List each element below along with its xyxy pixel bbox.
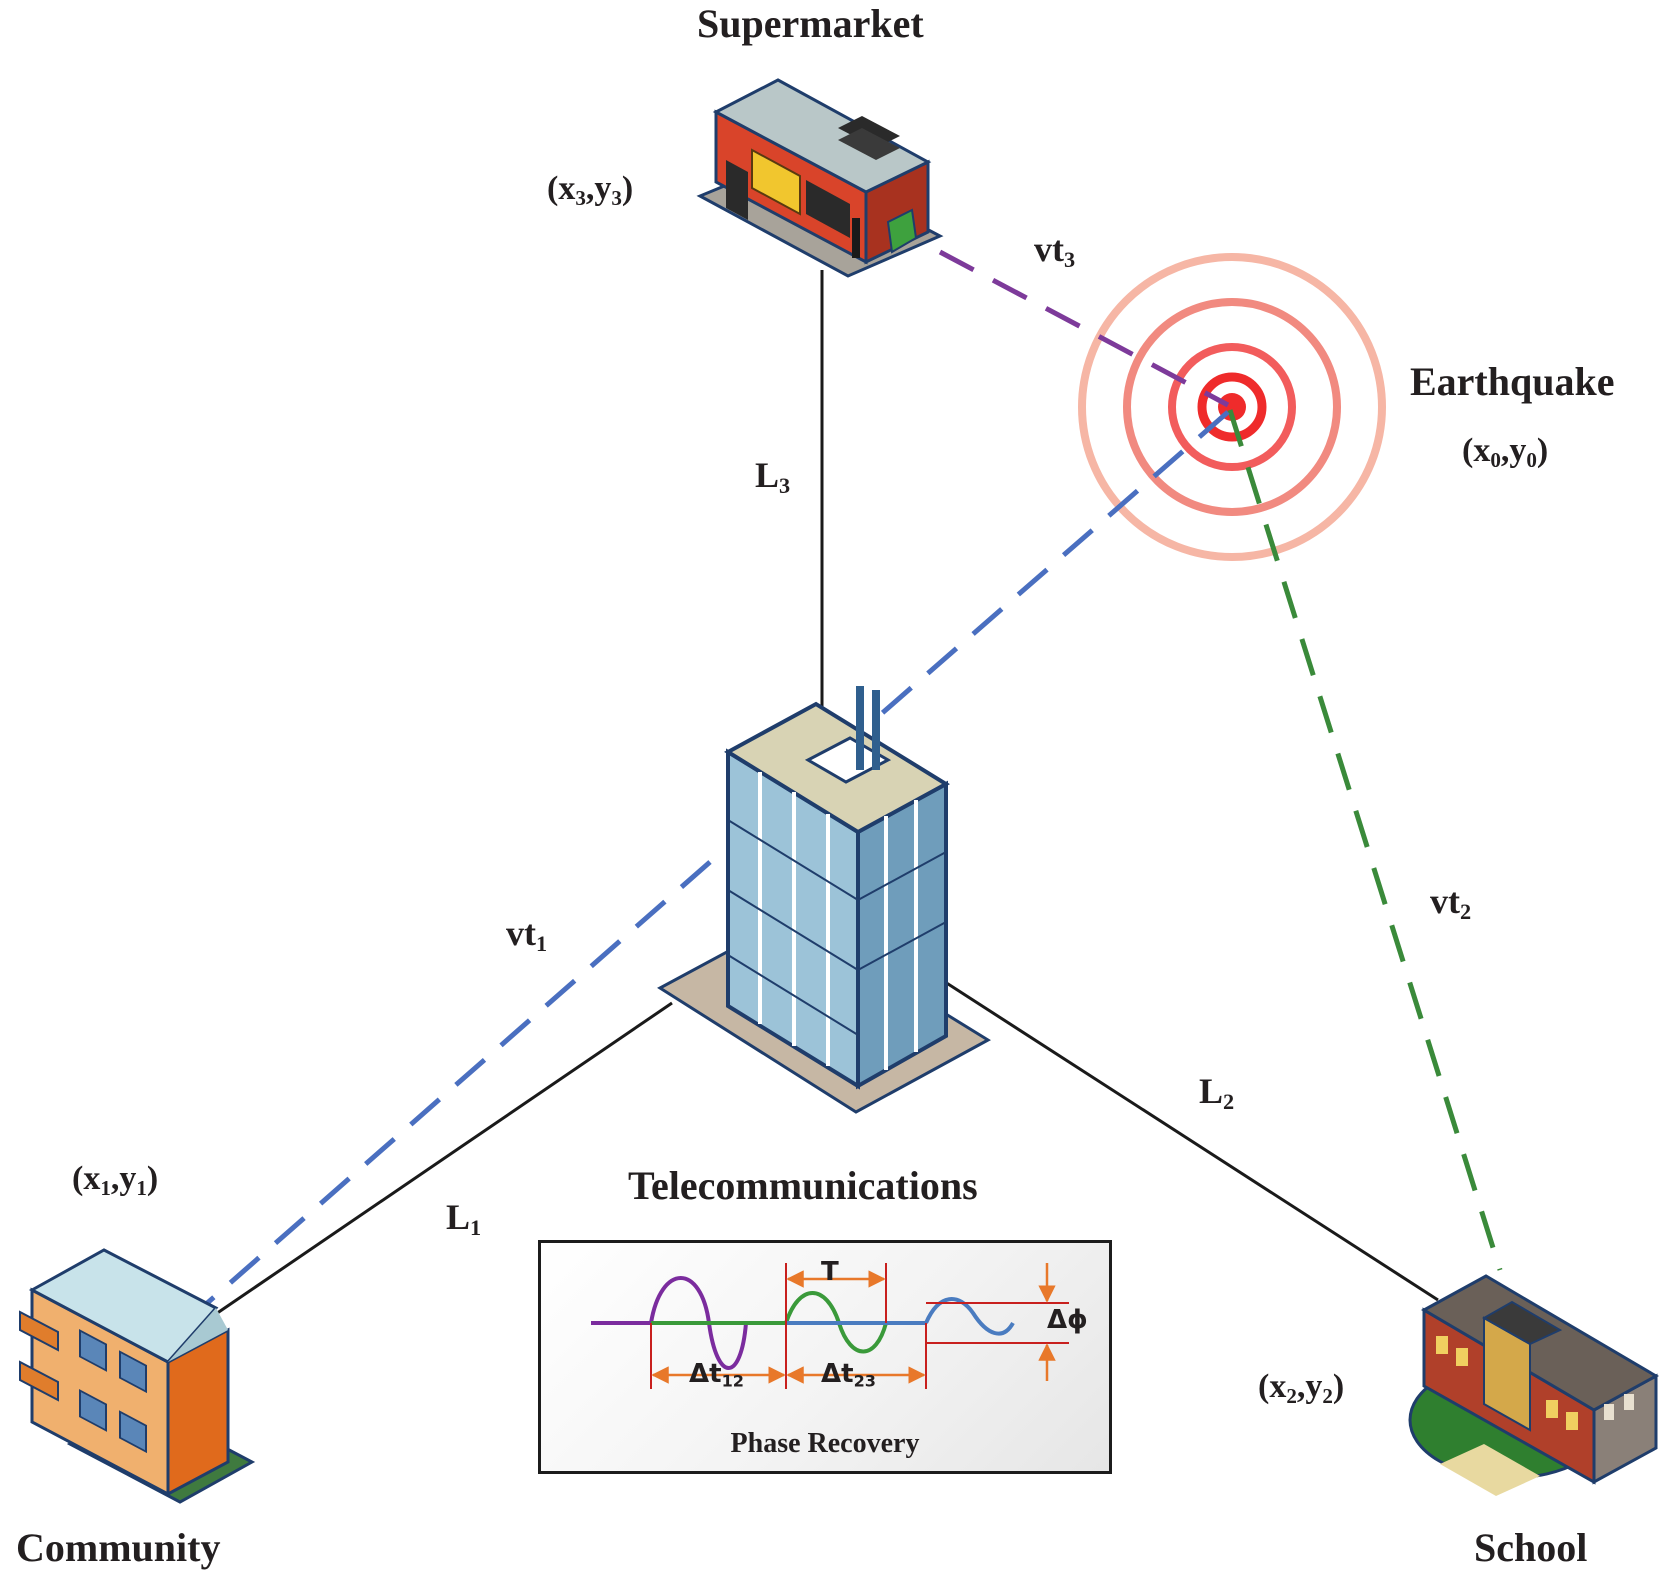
- delta-t12-label: Δt12: [689, 1359, 744, 1391]
- earthquake-epicenter-icon: [1078, 253, 1386, 561]
- school-coordinates: (x2,y2): [1258, 1368, 1345, 1408]
- telecom-building-icon: [657, 686, 991, 1114]
- delta-phi-label: Δϕ: [1047, 1305, 1088, 1335]
- supermarket-coordinates: (x3,y3): [547, 170, 634, 210]
- supermarket-label: Supermarket: [697, 1, 924, 46]
- community-building-icon: [19, 1248, 256, 1504]
- community-coordinates: (x1,y1): [72, 1160, 159, 1200]
- fiber-link-l1: [209, 1001, 673, 1320]
- school-label: School: [1474, 1525, 1588, 1570]
- telecom-label: Telecommunications: [628, 1163, 978, 1208]
- wave-path-vt1-upper: [878, 410, 1230, 717]
- link-label-l3: L3: [755, 455, 791, 499]
- period-label: T: [821, 1257, 839, 1287]
- earthquake-label: Earthquake: [1410, 359, 1615, 404]
- wave-path-vt2: [1227, 409, 1503, 1271]
- phase-waveform: [591, 1263, 1069, 1389]
- fiber-link-l2: [944, 980, 1439, 1302]
- earthquake-coordinates: (x0,y0): [1462, 432, 1549, 472]
- supermarket-building-icon: [696, 78, 944, 278]
- wave-label-vt3: vt3: [1034, 229, 1076, 273]
- link-label-l1: L1: [446, 1197, 482, 1241]
- wave-path-vt1-lower: [203, 860, 712, 1307]
- wave-label-vt2: vt2: [1430, 881, 1472, 925]
- delta-t23-label: Δt23: [821, 1359, 876, 1391]
- phase-recovery-panel: T Δt12 Δt23 Δϕ Phase Recovery: [538, 1240, 1112, 1474]
- wave-label-vt1: vt1: [506, 913, 548, 957]
- community-label: Community: [16, 1525, 221, 1570]
- link-label-l2: L2: [1199, 1071, 1235, 1115]
- wave-path-vt3: [938, 249, 1230, 408]
- phase-recovery-title: Phase Recovery: [730, 1428, 920, 1459]
- school-building-icon: [1408, 1274, 1660, 1496]
